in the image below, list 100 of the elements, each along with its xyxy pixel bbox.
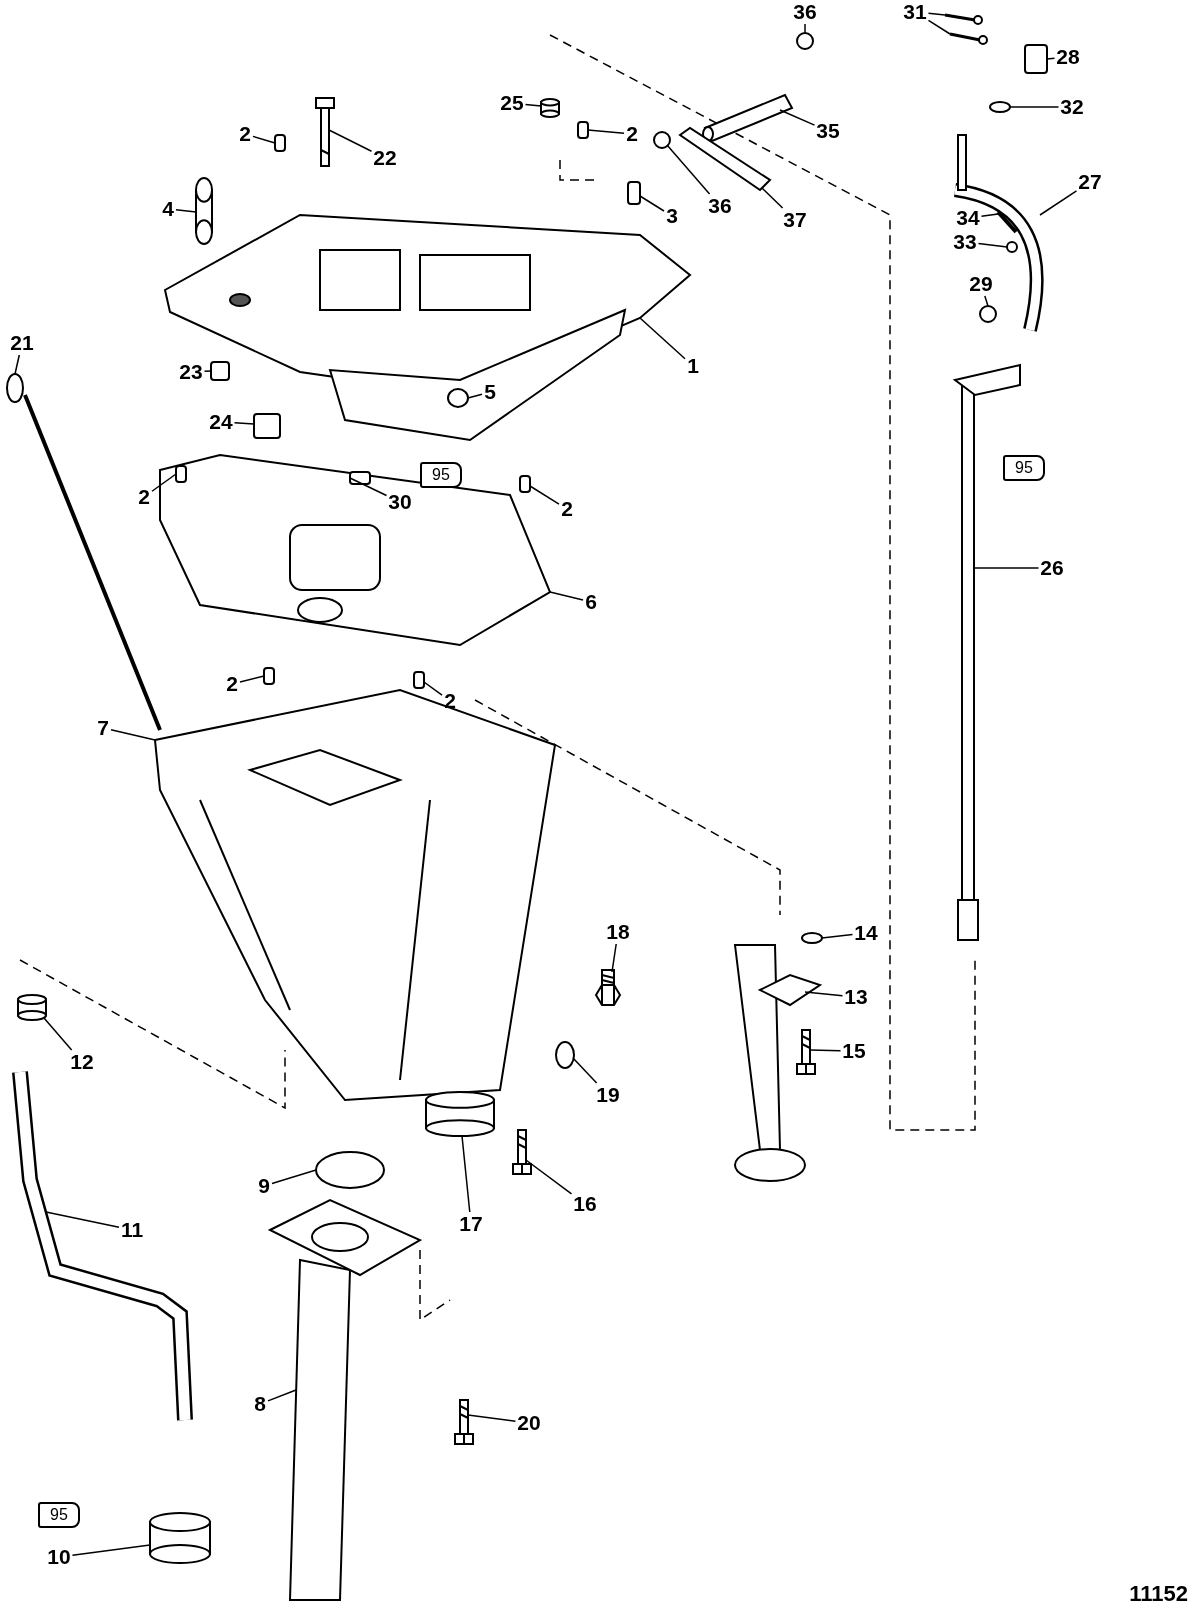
callout-number: 5 [483, 381, 497, 403]
cotter-pin-icon [949, 32, 988, 45]
leader-line [639, 195, 665, 212]
grommet-icon [17, 994, 47, 1021]
flanged-bushing-icon [540, 98, 560, 118]
callout-number: 2 [238, 123, 252, 145]
leader-line [1039, 190, 1078, 216]
callout-number: 29 [968, 273, 994, 295]
drain-plug-icon [594, 969, 622, 1006]
callout-number: 2 [137, 486, 151, 508]
callout-number: 2 [225, 673, 239, 695]
leader-line [927, 19, 951, 35]
callout-number: 24 [208, 411, 234, 433]
sealant-tube-label: 95 [420, 462, 462, 488]
leader-line [809, 1049, 842, 1052]
leader-line [804, 23, 806, 34]
leader-line [461, 1135, 471, 1213]
dowel-pin-icon [519, 475, 531, 493]
callout-number: 11 [119, 1219, 145, 1241]
leader-line [349, 477, 388, 497]
leader-line [467, 393, 483, 399]
leader-line [151, 473, 177, 492]
leader-line [587, 129, 625, 134]
callout-number: 13 [843, 986, 869, 1008]
leader-line [927, 12, 946, 16]
callout-number: 3 [665, 205, 679, 227]
callout-number: 28 [1055, 46, 1081, 68]
leader-line [639, 317, 686, 360]
leader-line [611, 943, 617, 973]
callout-number: 15 [841, 1040, 867, 1062]
callout-number: 4 [161, 198, 175, 220]
leader-line [45, 1211, 120, 1229]
dowel-pin-icon [577, 121, 589, 139]
callout-number: 17 [458, 1213, 484, 1235]
callout-number: 27 [1077, 171, 1103, 193]
oil-pickup-drawing [733, 944, 823, 1182]
callout-number: 6 [584, 591, 598, 613]
callout-number: 9 [257, 1175, 271, 1197]
link-drawing [678, 126, 772, 192]
leader-line [666, 144, 711, 195]
callout-number: 18 [605, 921, 631, 943]
leader-line [984, 295, 989, 307]
callout-number: 33 [952, 231, 978, 253]
leader-line [572, 1057, 598, 1084]
callout-number: 21 [9, 332, 35, 354]
callout-number: 35 [815, 120, 841, 142]
leader-line [1009, 106, 1060, 108]
leader-line [43, 1017, 73, 1051]
sealant-tube-label: 95 [38, 1502, 80, 1528]
callout-number: 22 [372, 147, 398, 169]
clip-icon [653, 131, 671, 149]
shaft-pin-drawing [702, 93, 794, 143]
callout-number: 16 [572, 1193, 598, 1215]
dowel-pin-icon [274, 134, 286, 152]
leader-line [980, 213, 999, 217]
leader-line [271, 1169, 317, 1185]
sealant-tube-label: 95 [1003, 455, 1045, 481]
leader-line [1046, 57, 1056, 60]
seal-drawing [425, 1091, 495, 1137]
leader-line [779, 109, 816, 126]
sleeve-drawing [195, 177, 213, 245]
washer-icon [555, 1041, 575, 1069]
pipe-drawing [12, 1071, 193, 1421]
bolt-icon [315, 97, 335, 167]
callout-number: 20 [516, 1412, 542, 1434]
callout-number: 10 [46, 1546, 72, 1568]
gasket-drawing [159, 454, 552, 647]
bushing-icon [210, 361, 230, 381]
shift-arm-drawing [953, 134, 1044, 332]
washer-icon [989, 101, 1011, 113]
callout-number: 14 [853, 922, 879, 944]
leader-line [328, 129, 373, 152]
bushing-icon [1024, 44, 1048, 74]
leader-line [467, 1414, 517, 1422]
leader-line [267, 1389, 297, 1402]
clip-icon [796, 32, 814, 50]
callout-number: 30 [387, 491, 413, 513]
leader-line [821, 933, 854, 939]
o-ring-icon [801, 932, 823, 944]
leader-line [233, 422, 255, 425]
callout-number: 19 [595, 1084, 621, 1106]
callout-number: 37 [782, 209, 808, 231]
figure-number: 11152 [1129, 1581, 1188, 1607]
exhaust-tube-drawing [267, 1198, 423, 1601]
callout-number: 2 [625, 123, 639, 145]
leader-line [423, 681, 443, 696]
callout-number: 36 [707, 195, 733, 217]
dowel-pin-icon [263, 667, 275, 685]
leader-line [973, 567, 1040, 569]
leader-line [529, 485, 560, 505]
bolt-icon [454, 1399, 474, 1445]
leader-line [14, 354, 21, 375]
leader-line [977, 242, 1008, 248]
leader-line [252, 135, 276, 144]
leader-line [761, 187, 784, 209]
leader-line [549, 591, 584, 601]
callout-number: 8 [253, 1393, 267, 1415]
grommet-drawing [149, 1512, 211, 1564]
callout-number: 23 [178, 361, 204, 383]
leader-line [110, 729, 156, 741]
